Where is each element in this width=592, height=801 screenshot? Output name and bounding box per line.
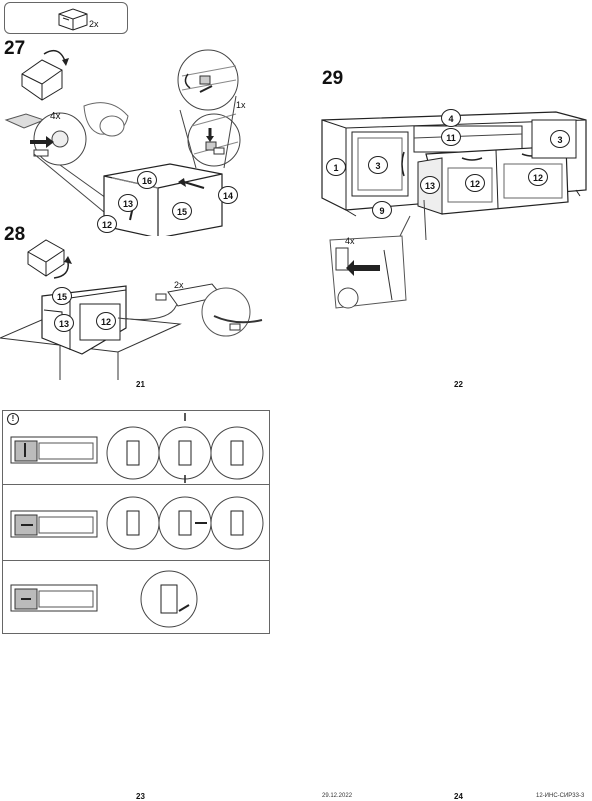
part-badge-3a: 3: [368, 156, 388, 174]
flip-drawer-icon: [21, 49, 69, 101]
part-badge-14: 14: [218, 186, 238, 204]
footer-date: 29.12.2022: [322, 793, 353, 799]
part-badge-4: 4: [441, 109, 461, 127]
page-number-22: 22: [454, 380, 463, 389]
part-badge-12b: 12: [96, 312, 116, 330]
adjust-panel-3: [2, 560, 270, 634]
step28-illustration: [0, 239, 263, 380]
part-badge-16: 16: [137, 171, 157, 189]
part-badge-3b: 3: [550, 130, 570, 148]
part-badge-9: 9: [372, 201, 392, 219]
part-badge-15: 15: [172, 202, 192, 220]
info-icon: !: [7, 413, 19, 425]
page-number-24: 24: [454, 792, 463, 801]
part-badge-13b: 13: [54, 314, 74, 332]
part-badge-13c: 13: [420, 176, 440, 194]
step29-illustration: [321, 111, 587, 309]
part-badge-12c: 12: [465, 174, 485, 192]
step27-number: 27: [4, 38, 26, 59]
step29-qty: 4x: [345, 236, 355, 246]
step28-qty: 2x: [174, 280, 184, 290]
part-badge-12: 12: [97, 215, 117, 233]
adjust-panel-1: !: [2, 410, 270, 486]
part-badge-1: 1: [326, 158, 346, 176]
part-badge-13: 13: [118, 194, 138, 212]
step27-qty-a: 4x: [50, 111, 61, 122]
part-badge-11: 11: [441, 128, 461, 146]
page-number-21: 21: [136, 380, 145, 389]
part-badge-12d: 12: [528, 168, 548, 186]
header-box: 2x: [4, 2, 128, 34]
adjust-panel-2: [2, 484, 270, 562]
page-number-23: 23: [136, 792, 145, 801]
footer-doc-code: 12-ИНС-СИР33-3: [536, 793, 585, 799]
adjust-3-diagram: [10, 570, 198, 628]
step28-number: 28: [4, 224, 26, 245]
header-qty: 2x: [89, 19, 99, 29]
step27-qty-b: 1x: [236, 100, 246, 110]
step27-illustration: [4, 49, 241, 236]
drawer-icon: [58, 8, 88, 31]
adjust-2-diagram: [10, 496, 264, 550]
part-badge-15b: 15: [52, 287, 72, 305]
step29-number: 29: [322, 68, 344, 89]
adjust-1-diagram: [10, 413, 264, 483]
